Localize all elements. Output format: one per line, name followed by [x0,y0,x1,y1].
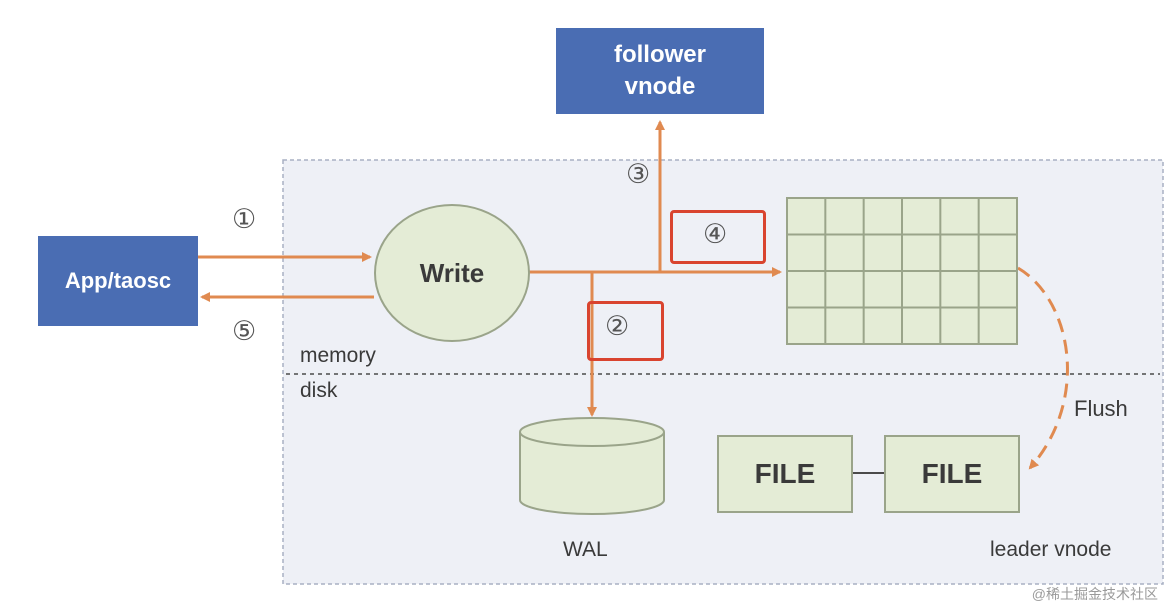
step-3-marker: ③ [626,159,651,190]
write-label: Write [419,257,485,288]
memory-label: memory [300,344,376,367]
highlight-step-2 [587,301,664,361]
file-node-2: FILE [884,435,1020,513]
follower-vnode-node: follower vnode [556,28,764,114]
app-taosc-node: App/taosc [38,236,198,326]
follower-label-line2: vnode [624,73,696,100]
watermark: @稀土掘金技术社区 [1031,586,1158,602]
disk-label: disk [300,379,338,402]
app-taosc-label: App/taosc [64,268,172,293]
write-node: Write [374,204,530,342]
memtable-grid [786,197,1018,345]
follower-label-line1: follower [613,41,706,68]
flush-arrow [1017,266,1069,470]
step-4-marker: ④ [703,219,728,250]
file-1-label: FILE [754,458,816,489]
flush-label: Flush [1074,396,1128,421]
file-node-1: FILE [717,435,853,513]
file-2-label: FILE [921,458,983,489]
step-5-marker: ⑤ [232,316,257,347]
wal-label: WAL [563,538,608,561]
wal-cylinder [519,417,665,515]
leader-vnode-label: leader vnode [990,538,1112,561]
step-1-marker: ① [232,204,257,235]
step-2-marker: ② [605,311,630,342]
highlight-step-4 [670,210,766,264]
